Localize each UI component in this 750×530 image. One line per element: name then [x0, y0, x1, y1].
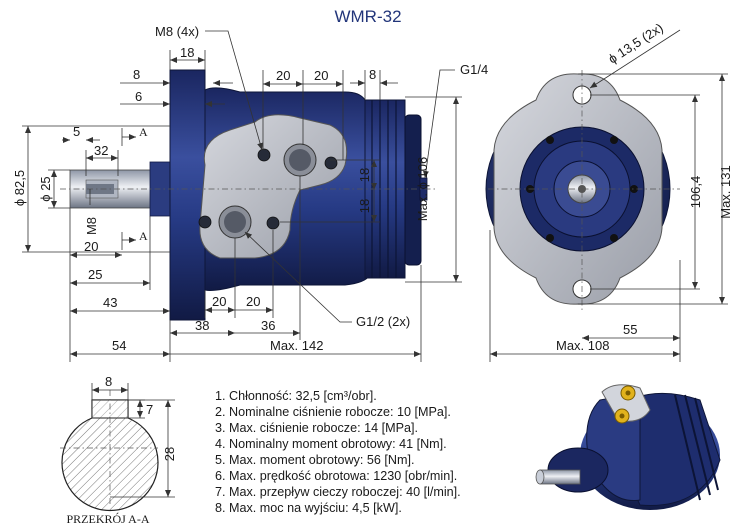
dim-18-v1: 18 [357, 168, 372, 182]
dim-8-right: 8 [369, 67, 376, 82]
bolt-hole-m8-1 [257, 148, 271, 162]
dim-max-142: Max. 142 [270, 338, 323, 353]
dim-36: 36 [261, 318, 275, 333]
bolt-hole-m8-2 [324, 156, 338, 170]
label-m8-4x: M8 (4x) [155, 24, 199, 39]
dim-20-port1: 20 [212, 294, 226, 309]
dim-106-4: 106,4 [688, 176, 703, 209]
dim-18-v2: 18 [357, 199, 372, 213]
side-view [60, 69, 435, 321]
dim-25: 25 [88, 267, 102, 282]
section-marker-a-top: A [139, 125, 148, 139]
dim-max-108: Max. 108 [556, 338, 609, 353]
motor-3d-render [535, 384, 721, 510]
spec-2: 2. Nominalne ciśnienie robocze: 10 [MPa]… [215, 405, 451, 419]
section-marker-a-bottom: A [139, 229, 148, 243]
render-shaft [539, 469, 581, 485]
front-view [485, 70, 680, 310]
dim-20-a: 20 [276, 68, 290, 83]
dim-dia-25: ϕ 25 [38, 176, 53, 201]
dim-5: 5 [73, 124, 80, 139]
port-g12-upper-bore-icon [289, 149, 311, 171]
label-hole-dia: ϕ 13,5 (2x) [605, 20, 665, 66]
label-g14: G1/4 [460, 62, 488, 77]
section-dim-8: 8 [105, 374, 112, 389]
spec-7: 7. Max. przepływ cieczy roboczej: 40 [l/… [215, 485, 461, 499]
dim-20-shaft: 20 [84, 239, 98, 254]
mounting-flange [169, 69, 206, 321]
dim-20-port2: 20 [246, 294, 260, 309]
dim-6: 6 [135, 89, 142, 104]
bolt-hole-m8-3 [198, 215, 212, 229]
section-shaft-profile [61, 399, 159, 512]
section-dim-7: 7 [146, 402, 153, 417]
side-view-dimensions: M8 (4x) 18 8 6 20 20 8 G1/4 5 [12, 24, 488, 362]
spec-1: 1. Chłonność: 32,5 [cm³/obr]. [215, 389, 377, 403]
dim-55: 55 [623, 322, 637, 337]
label-m8-shaft: M8 [84, 217, 99, 235]
spec-6: 6. Max. prędkość obrotowa: 1230 [obr/min… [215, 469, 457, 483]
bolt-hole-m8-4 [266, 216, 280, 230]
front-shaft-center-hole [578, 185, 586, 193]
dim-20-b: 20 [314, 68, 328, 83]
drawing-title: WMR-32 [334, 7, 401, 26]
dim-18-top: 18 [180, 45, 194, 60]
spec-5: 5. Max. moment obrotowy: 56 [Nm]. [215, 453, 414, 467]
dim-max-131: Max. 131 [718, 165, 733, 218]
dim-38: 38 [195, 318, 209, 333]
spec-8: 8. Max. moc na wyjściu: 4,5 [kW]. [215, 501, 402, 515]
label-g12-2x: G1/2 (2x) [356, 314, 410, 329]
dim-8-top: 8 [133, 67, 140, 82]
section-label: PRZEKRÓJ A-A [66, 512, 149, 526]
dim-32: 32 [94, 143, 108, 158]
specs-list: 1. Chłonność: 32,5 [cm³/obr]. 2. Nominal… [215, 389, 461, 515]
port-g12-lower-bore-icon [224, 211, 246, 233]
dim-43: 43 [103, 295, 117, 310]
section-dim-28: 28 [162, 447, 177, 461]
dim-max-dia-106: Max. ϕ 106 [415, 157, 430, 221]
spec-4: 4. Nominalny moment obrotowy: 41 [Nm]. [215, 437, 447, 451]
dim-dia-82-5: ϕ 82,5 [12, 170, 27, 206]
dim-54: 54 [112, 338, 126, 353]
spec-3: 3. Max. ciśnienie robocze: 14 [MPa]. [215, 421, 418, 435]
section-a-a: 8 7 28 PRZEKRÓJ A-A [60, 374, 177, 526]
shaft-thread-hole [86, 184, 114, 194]
